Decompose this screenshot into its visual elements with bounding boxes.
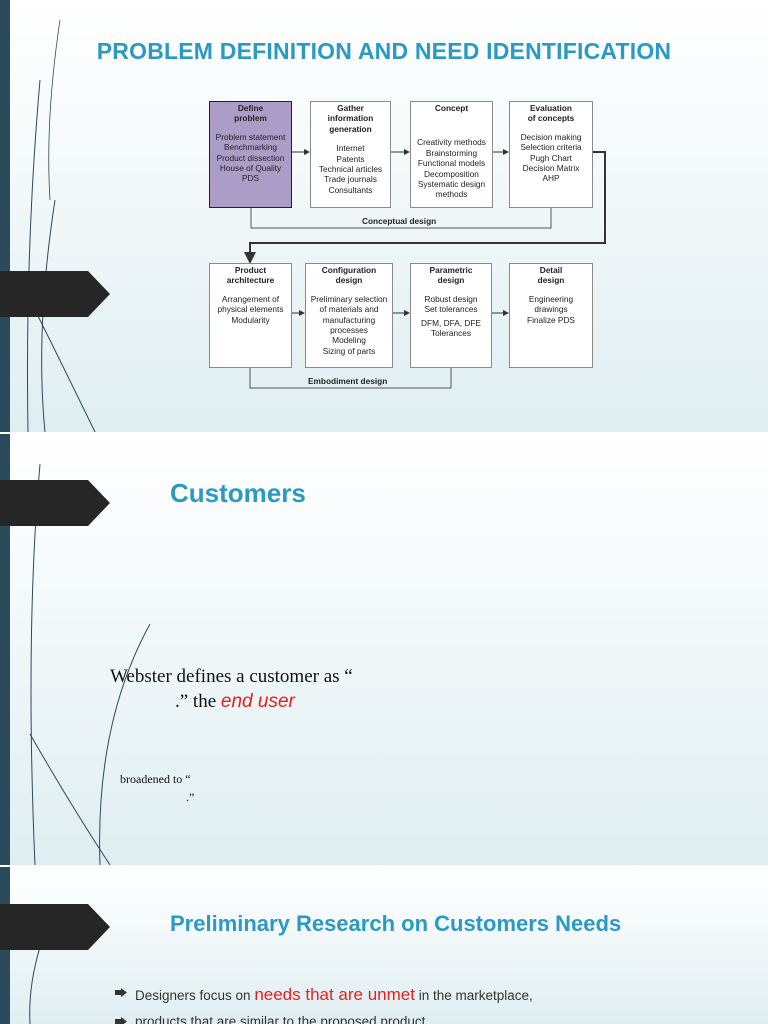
box-line: Brainstorming xyxy=(425,147,478,158)
box-heading: problem xyxy=(234,113,267,124)
box-line: Selection criteria xyxy=(520,142,582,153)
slide-left-bar xyxy=(0,0,10,432)
slide-separator xyxy=(0,865,768,867)
box-heading: information xyxy=(327,113,374,124)
phase-label-conceptual: Conceptual design xyxy=(362,216,437,226)
box-line: Trade journals xyxy=(324,174,377,185)
box-line: Problem statement xyxy=(215,131,286,142)
box-line: drawings xyxy=(534,304,568,315)
box-line: Functional models xyxy=(417,158,486,169)
research-bullets: Designers focus on needs that are unmet … xyxy=(115,985,533,1024)
box-line: PDS xyxy=(241,173,260,184)
box-line: Technical articles xyxy=(318,164,383,175)
bullet-emphasis: needs that are unmet xyxy=(254,985,415,1004)
box-line: Systematic design xyxy=(417,179,486,190)
box-line: Sizing of parts xyxy=(322,345,376,356)
phase-label-embodiment: Embodiment design xyxy=(308,376,388,386)
box-line: Benchmarking xyxy=(223,142,278,153)
slide-tab-marker xyxy=(0,904,110,950)
bullet-text: in the marketplace, xyxy=(414,988,533,1003)
box-heading: architecture xyxy=(226,275,275,286)
box-line: DFM, DFA, DFE xyxy=(421,317,481,328)
box-line: physical elements xyxy=(217,304,284,315)
bullet-unmet-needs: Designers focus on needs that are unmet … xyxy=(115,985,533,1005)
slide-separator xyxy=(0,432,768,434)
box-line: Pugh Chart xyxy=(530,152,572,163)
box-line: Set tolerances xyxy=(424,304,478,315)
box-line: Decomposition xyxy=(424,168,479,179)
box-heading: Product xyxy=(234,265,267,275)
box-heading: generation xyxy=(329,123,372,134)
box-line: Robust design xyxy=(424,293,478,304)
box-line: of materials and xyxy=(319,304,379,315)
box-line: Finalize PDS xyxy=(527,314,575,325)
box-heading: Gather xyxy=(337,103,364,113)
bullet-similar-products: products that are similar to the propose… xyxy=(115,1014,533,1024)
box-line: Modeling xyxy=(332,335,366,346)
box-heading: Configuration xyxy=(321,265,377,275)
box-line: AHP xyxy=(542,173,560,184)
broadened-line: broadened to “ xyxy=(120,772,191,786)
decorative-curves xyxy=(29,946,41,1024)
end-user-prefix: .” the xyxy=(175,691,221,712)
slide-title: PROBLEM DEFINITION AND NEED IDENTIFICATI… xyxy=(96,38,672,64)
slide-tab-marker xyxy=(0,480,110,526)
box-heading: Concept xyxy=(434,103,469,113)
box-line: Modularity xyxy=(231,314,270,325)
box-heading: design xyxy=(335,275,363,286)
diagram-connectors xyxy=(244,149,606,389)
box-concept: Concept Creativity methods Brainstorming… xyxy=(410,101,493,208)
box-heading: Define xyxy=(237,103,264,113)
box-line: Consultants xyxy=(328,184,373,195)
slide-title: Preliminary Research on Customers Needs xyxy=(170,911,622,936)
box-line: Decision Matrix xyxy=(522,163,580,174)
end-user-line: .” the end user xyxy=(175,691,295,713)
slide-customers: Customers Webster defines a customer as … xyxy=(0,434,768,865)
box-heading: design xyxy=(537,275,565,286)
box-heading: Parametric xyxy=(429,265,473,275)
box-line: methods xyxy=(435,189,468,200)
box-line: Preliminary selection xyxy=(310,293,388,304)
bullet-arrow-icon xyxy=(115,1017,127,1024)
box-line: manufacturing xyxy=(322,314,376,325)
box-line: House of Quality xyxy=(219,163,282,174)
box-line: Product dissection xyxy=(216,152,285,163)
bullet-text: Designers focus on xyxy=(135,988,255,1003)
box-line: processes xyxy=(330,325,368,336)
box-line: Internet xyxy=(336,143,365,154)
slide-tab-marker xyxy=(0,271,110,317)
box-heading: of concepts xyxy=(527,113,575,124)
box-line: Decision making xyxy=(520,131,582,142)
box-heading: Detail xyxy=(539,265,563,275)
webster-definition-line: Webster defines a customer as “ xyxy=(110,666,353,687)
slide-title: Customers xyxy=(170,478,306,508)
box-heading: Evaluation xyxy=(530,103,572,113)
box-line: Tolerances xyxy=(430,328,472,339)
box-heading: design xyxy=(437,275,465,286)
broadened-close-quote: .” xyxy=(186,790,195,804)
box-line: Creativity methods xyxy=(417,137,486,148)
end-user-emphasis: end user xyxy=(220,691,295,712)
box-line: Engineering xyxy=(528,293,574,304)
bullet-arrow-icon xyxy=(115,988,127,997)
bullet-text: products that are similar to the propose… xyxy=(135,1014,426,1024)
slide-preliminary-research: Preliminary Research on Customers Needs … xyxy=(0,867,768,1024)
slide-left-bar xyxy=(0,434,10,865)
box-line: Arrangement of xyxy=(221,293,280,304)
box-line: Patents xyxy=(336,153,365,164)
slide-problem-definition: PROBLEM DEFINITION AND NEED IDENTIFICATI… xyxy=(0,0,768,432)
